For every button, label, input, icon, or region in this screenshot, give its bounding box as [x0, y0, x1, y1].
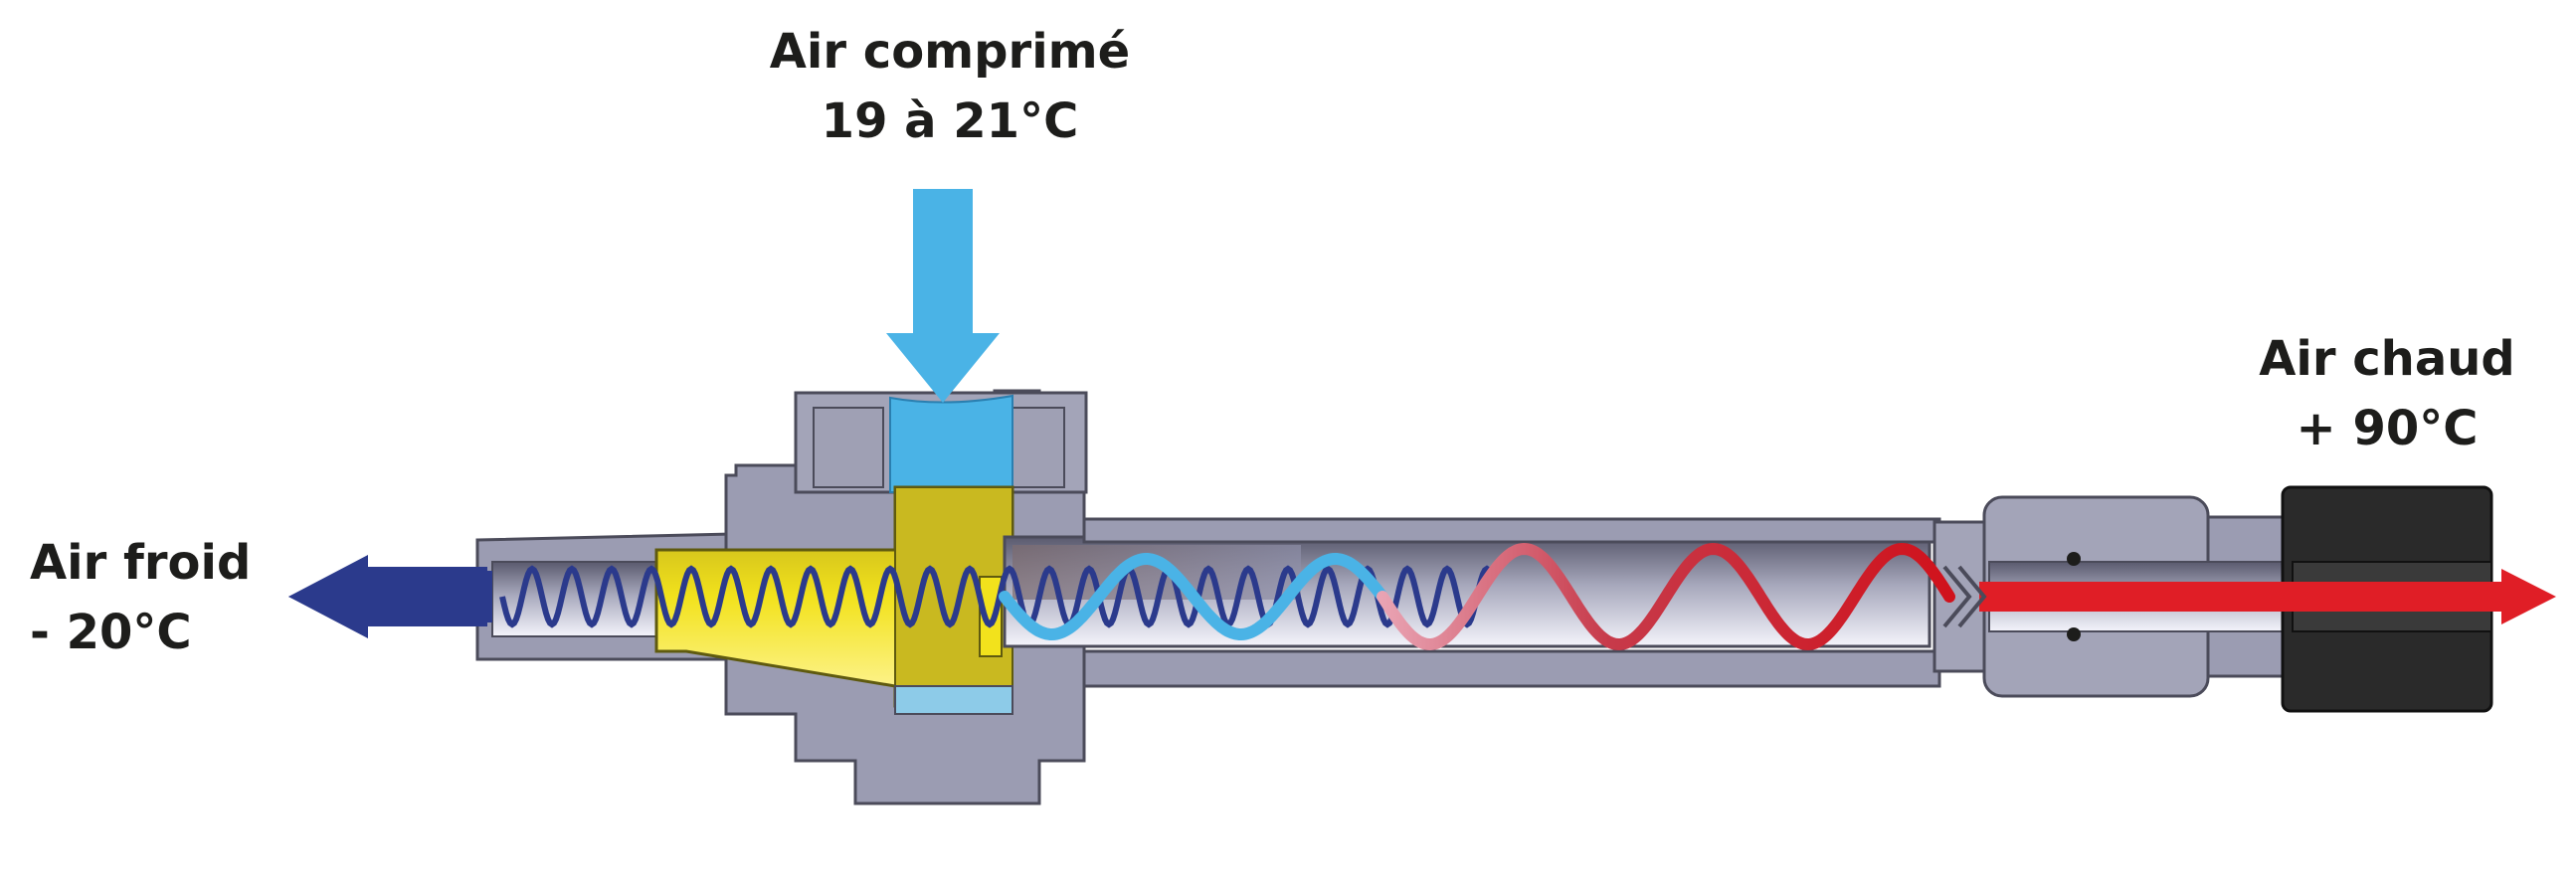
hot-label-temperature: + 90°C: [2297, 401, 2479, 456]
hot-label-name: Air chaud: [2259, 331, 2515, 387]
inlet-port: [889, 394, 1013, 493]
inlet-label-temperature: 19 à 21°C: [822, 93, 1079, 149]
hot-air-spiral: [1377, 542, 1955, 651]
cold-label-name: Air froid: [30, 535, 251, 591]
incoming-air-spiral: [999, 553, 1388, 640]
cold-label-temperature: - 20°C: [30, 605, 192, 660]
cold-label: Air froid - 20°C: [30, 535, 251, 660]
hot-label: Air chaud + 90°C: [2259, 331, 2515, 456]
hot-valve-cone: [1942, 565, 1987, 628]
inlet-arrow: [886, 189, 1000, 403]
inlet-label: Air comprimé 19 à 21°C: [770, 24, 1130, 149]
hot-outlet-arrow: [1979, 569, 2556, 624]
inlet-label-name: Air comprimé: [770, 24, 1130, 80]
cold-air-spiral: [499, 565, 1494, 628]
cold-outlet-arrow: [288, 555, 492, 638]
